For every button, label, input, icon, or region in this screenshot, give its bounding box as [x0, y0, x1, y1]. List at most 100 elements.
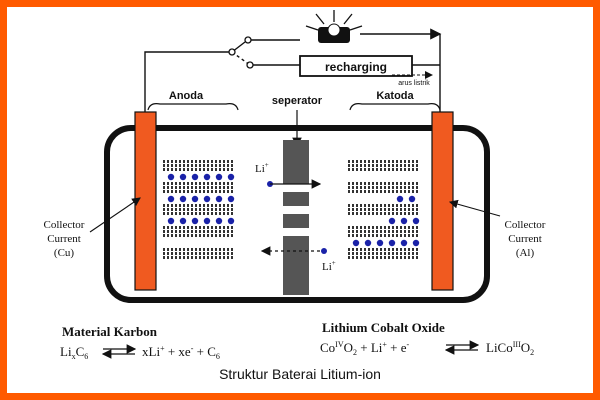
- lattice-line: [231, 208, 233, 211]
- lattice-line: [348, 186, 350, 189]
- lattice-line: [163, 256, 165, 259]
- lattice-line: [171, 230, 173, 233]
- lattice-line: [416, 190, 418, 193]
- lattice-line: [364, 252, 366, 255]
- lattice-line: [167, 182, 169, 185]
- lattice-line: [171, 164, 173, 167]
- lattice-line: [207, 248, 209, 251]
- lattice-line: [171, 248, 173, 251]
- lattice-line: [352, 164, 354, 167]
- lattice-line: [167, 252, 169, 255]
- lattice-line: [195, 168, 197, 171]
- anode-collector: [134, 111, 157, 291]
- svg-text:LiCoIIIO2: LiCoIIIO2: [486, 340, 534, 357]
- lattice-line: [404, 168, 406, 171]
- lattice-line: [231, 190, 233, 193]
- lattice-line: [227, 256, 229, 259]
- lattice-line: [211, 182, 213, 185]
- cathode-collector: [431, 111, 454, 291]
- lattice-line: [179, 160, 181, 163]
- li-ion-label-bottom: Li+: [322, 259, 336, 273]
- lattice-line: [396, 208, 398, 211]
- lattice-line: [416, 208, 418, 211]
- lattice-line: [215, 226, 217, 229]
- lattice-line: [211, 190, 213, 193]
- lattice-line: [356, 204, 358, 207]
- li-ion-dot: [400, 217, 408, 225]
- lattice-line: [207, 182, 209, 185]
- lattice-line: [191, 230, 193, 233]
- lattice-line: [360, 248, 362, 251]
- lattice-line: [175, 248, 177, 251]
- lattice-line: [219, 230, 221, 233]
- svg-text:Current: Current: [508, 233, 542, 245]
- lattice-line: [352, 160, 354, 163]
- lattice-line: [175, 208, 177, 211]
- li-ion-dot: [388, 239, 396, 247]
- lattice-line: [191, 182, 193, 185]
- lattice-line: [195, 248, 197, 251]
- lattice-line: [348, 208, 350, 211]
- lattice-line: [396, 190, 398, 193]
- lattice-line: [231, 226, 233, 229]
- lattice-line: [360, 182, 362, 185]
- lattice-line: [231, 256, 233, 259]
- svg-text:xLi+ + xe- + C6: xLi+ + xe- + C6: [142, 344, 220, 361]
- li-ion-dot: [179, 195, 187, 203]
- lattice-line: [400, 168, 402, 171]
- lattice-line: [171, 168, 173, 171]
- lattice-line: [199, 234, 201, 237]
- lattice-line: [211, 212, 213, 215]
- lattice-line: [388, 230, 390, 233]
- lattice-line: [187, 190, 189, 193]
- lattice-line: [171, 252, 173, 255]
- lattice-line: [348, 256, 350, 259]
- lattice-line: [352, 230, 354, 233]
- lattice-line: [360, 164, 362, 167]
- lattice-line: [348, 168, 350, 171]
- lattice-line: [231, 212, 233, 215]
- lattice-line: [175, 168, 177, 171]
- lattice-line: [207, 230, 209, 233]
- lattice-line: [215, 212, 217, 215]
- lattice-line: [416, 226, 418, 229]
- lattice-line: [179, 182, 181, 185]
- lattice-line: [348, 230, 350, 233]
- lattice-line: [364, 212, 366, 215]
- lattice-line: [163, 248, 165, 251]
- lattice-line: [183, 186, 185, 189]
- lattice-line: [203, 204, 205, 207]
- lattice-line: [384, 208, 386, 211]
- lattice-line: [372, 190, 374, 193]
- li-ion-dot: [167, 217, 175, 225]
- lattice-line: [207, 160, 209, 163]
- lattice-line: [183, 212, 185, 215]
- lattice-line: [368, 252, 370, 255]
- lattice-line: [199, 190, 201, 193]
- lattice-line: [191, 164, 193, 167]
- lattice-line: [175, 160, 177, 163]
- lattice-line: [364, 164, 366, 167]
- lattice-line: [187, 168, 189, 171]
- lattice-line: [179, 164, 181, 167]
- lattice-line: [396, 248, 398, 251]
- lattice-line: [364, 168, 366, 171]
- lattice-line: [348, 164, 350, 167]
- lattice-line: [231, 204, 233, 207]
- lattice-line: [412, 186, 414, 189]
- lattice-line: [171, 186, 173, 189]
- lattice-line: [400, 204, 402, 207]
- lattice-line: [352, 248, 354, 251]
- lattice-line: [384, 212, 386, 215]
- lattice-line: [416, 168, 418, 171]
- li-ion-dot: [215, 195, 223, 203]
- lattice-line: [199, 160, 201, 163]
- lattice-line: [392, 186, 394, 189]
- lattice-line: [219, 208, 221, 211]
- lattice-line: [219, 160, 221, 163]
- lattice-line: [360, 230, 362, 233]
- lattice-line: [175, 204, 177, 207]
- lattice-line: [219, 168, 221, 171]
- right-equation: CoIVO2 + Li+ + e- LiCoIIIO2: [320, 340, 534, 357]
- lattice-line: [187, 212, 189, 215]
